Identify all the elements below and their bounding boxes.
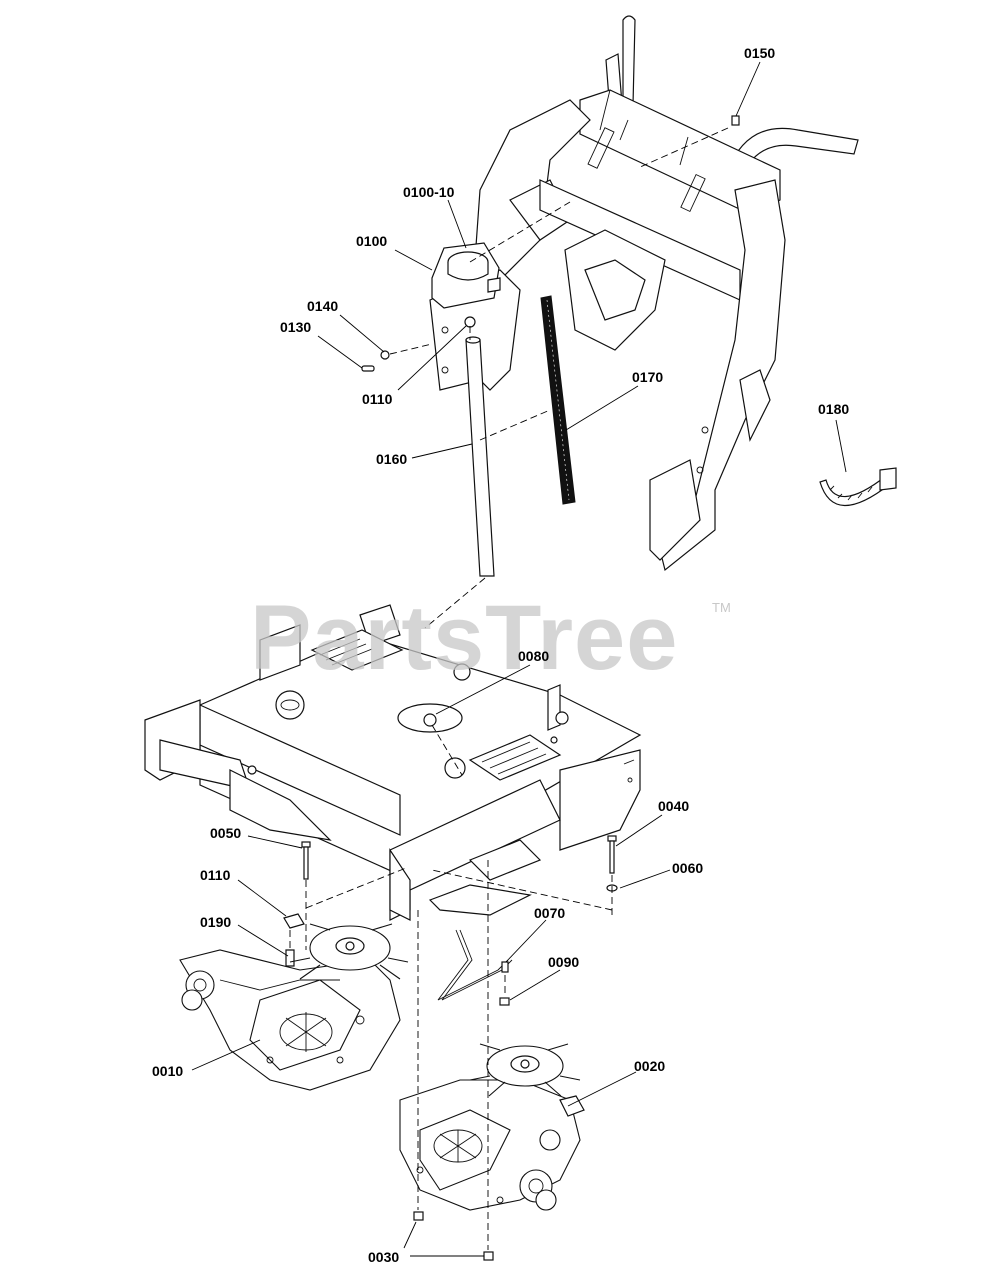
lower-frame-assembly [144,604,642,921]
callout-0040: 0040 [658,798,690,814]
top-hardware [361,115,740,372]
callout-0100-10: 0100-10 [403,184,455,200]
callout-0140: 0140 [307,298,339,314]
callout-0090: 0090 [548,954,580,970]
callout-0070: 0070 [534,905,566,921]
transaxle-left [179,923,409,1091]
partstree-watermark: PartsTree [250,587,679,689]
tube-0160 [465,336,495,577]
hose-0170 [540,295,576,505]
transaxle-right [399,1043,585,1211]
callout-0010: 0010 [152,1063,184,1079]
assembly-dashed-lines [289,127,729,1250]
callout-0020: 0020 [634,1058,666,1074]
callout-0150: 0150 [744,45,776,61]
callout-leaders [191,61,847,1257]
callout-0050: 0050 [210,825,242,841]
callout-0100: 0100 [356,233,388,249]
callout-0130: 0130 [280,319,312,335]
callout-0080: 0080 [518,648,550,664]
hydraulic-reservoir [431,242,501,328]
strap-0180 [819,467,897,507]
callout-0180: 0180 [818,401,850,417]
callout-0060: 0060 [672,860,704,876]
callout-0110-bottom: 0110 [200,867,231,883]
callout-0190: 0190 [200,914,232,930]
callout-0110-top: 0110 [362,391,393,407]
callout-0170: 0170 [632,369,664,385]
callout-0030: 0030 [368,1249,400,1265]
callout-0160: 0160 [376,451,408,467]
trademark-mark: TM [712,600,731,615]
